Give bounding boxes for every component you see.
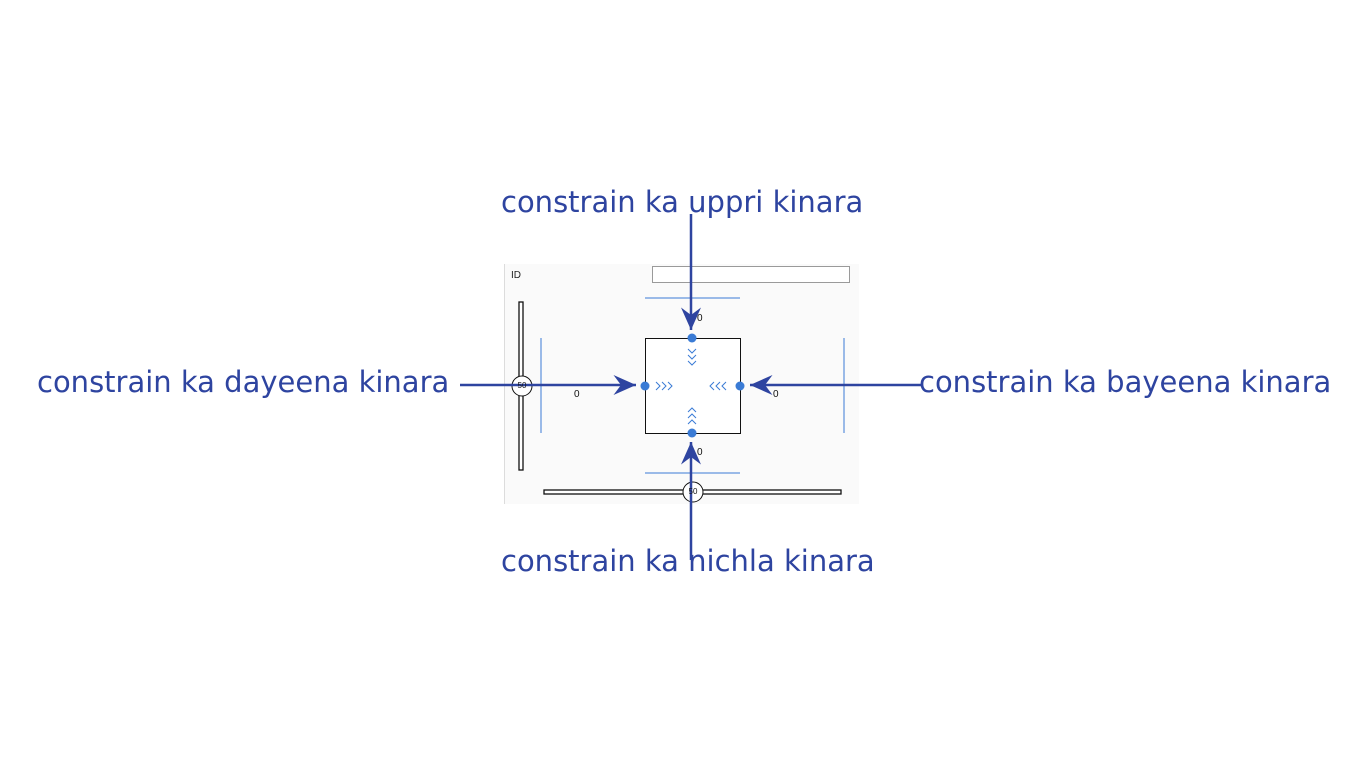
bottom-constraint-handle[interactable] [687, 428, 697, 438]
vertical-bias-value: 50 [517, 381, 527, 390]
top-margin-value[interactable]: 0 [697, 313, 703, 324]
left-chevrons-icon [655, 381, 673, 391]
top-constraint-handle[interactable] [687, 333, 697, 343]
bottom-margin-value[interactable]: 0 [697, 447, 703, 458]
widget-box [645, 338, 741, 434]
top-chevrons-icon [687, 348, 697, 366]
bottom-edge-callout: constrain ka nichla kinara [501, 544, 875, 578]
id-input[interactable] [652, 266, 850, 283]
left-edge-callout: constrain ka dayeena kinara [37, 365, 450, 399]
right-constraint-handle[interactable] [735, 381, 745, 391]
bottom-chevrons-icon [687, 407, 697, 425]
right-edge-callout: constrain ka bayeena kinara [919, 365, 1332, 399]
horizontal-bias-slider[interactable] [543, 481, 842, 503]
id-label: ID [511, 270, 521, 281]
top-edge-callout: constrain ka uppri kinara [501, 185, 864, 219]
left-constraint-handle[interactable] [640, 381, 650, 391]
horizontal-bias-knob[interactable] [682, 481, 704, 503]
right-chevrons-icon [709, 381, 727, 391]
left-margin-value[interactable]: 0 [574, 389, 580, 400]
horizontal-bias-value: 50 [688, 487, 698, 496]
right-margin-value[interactable]: 0 [773, 389, 779, 400]
